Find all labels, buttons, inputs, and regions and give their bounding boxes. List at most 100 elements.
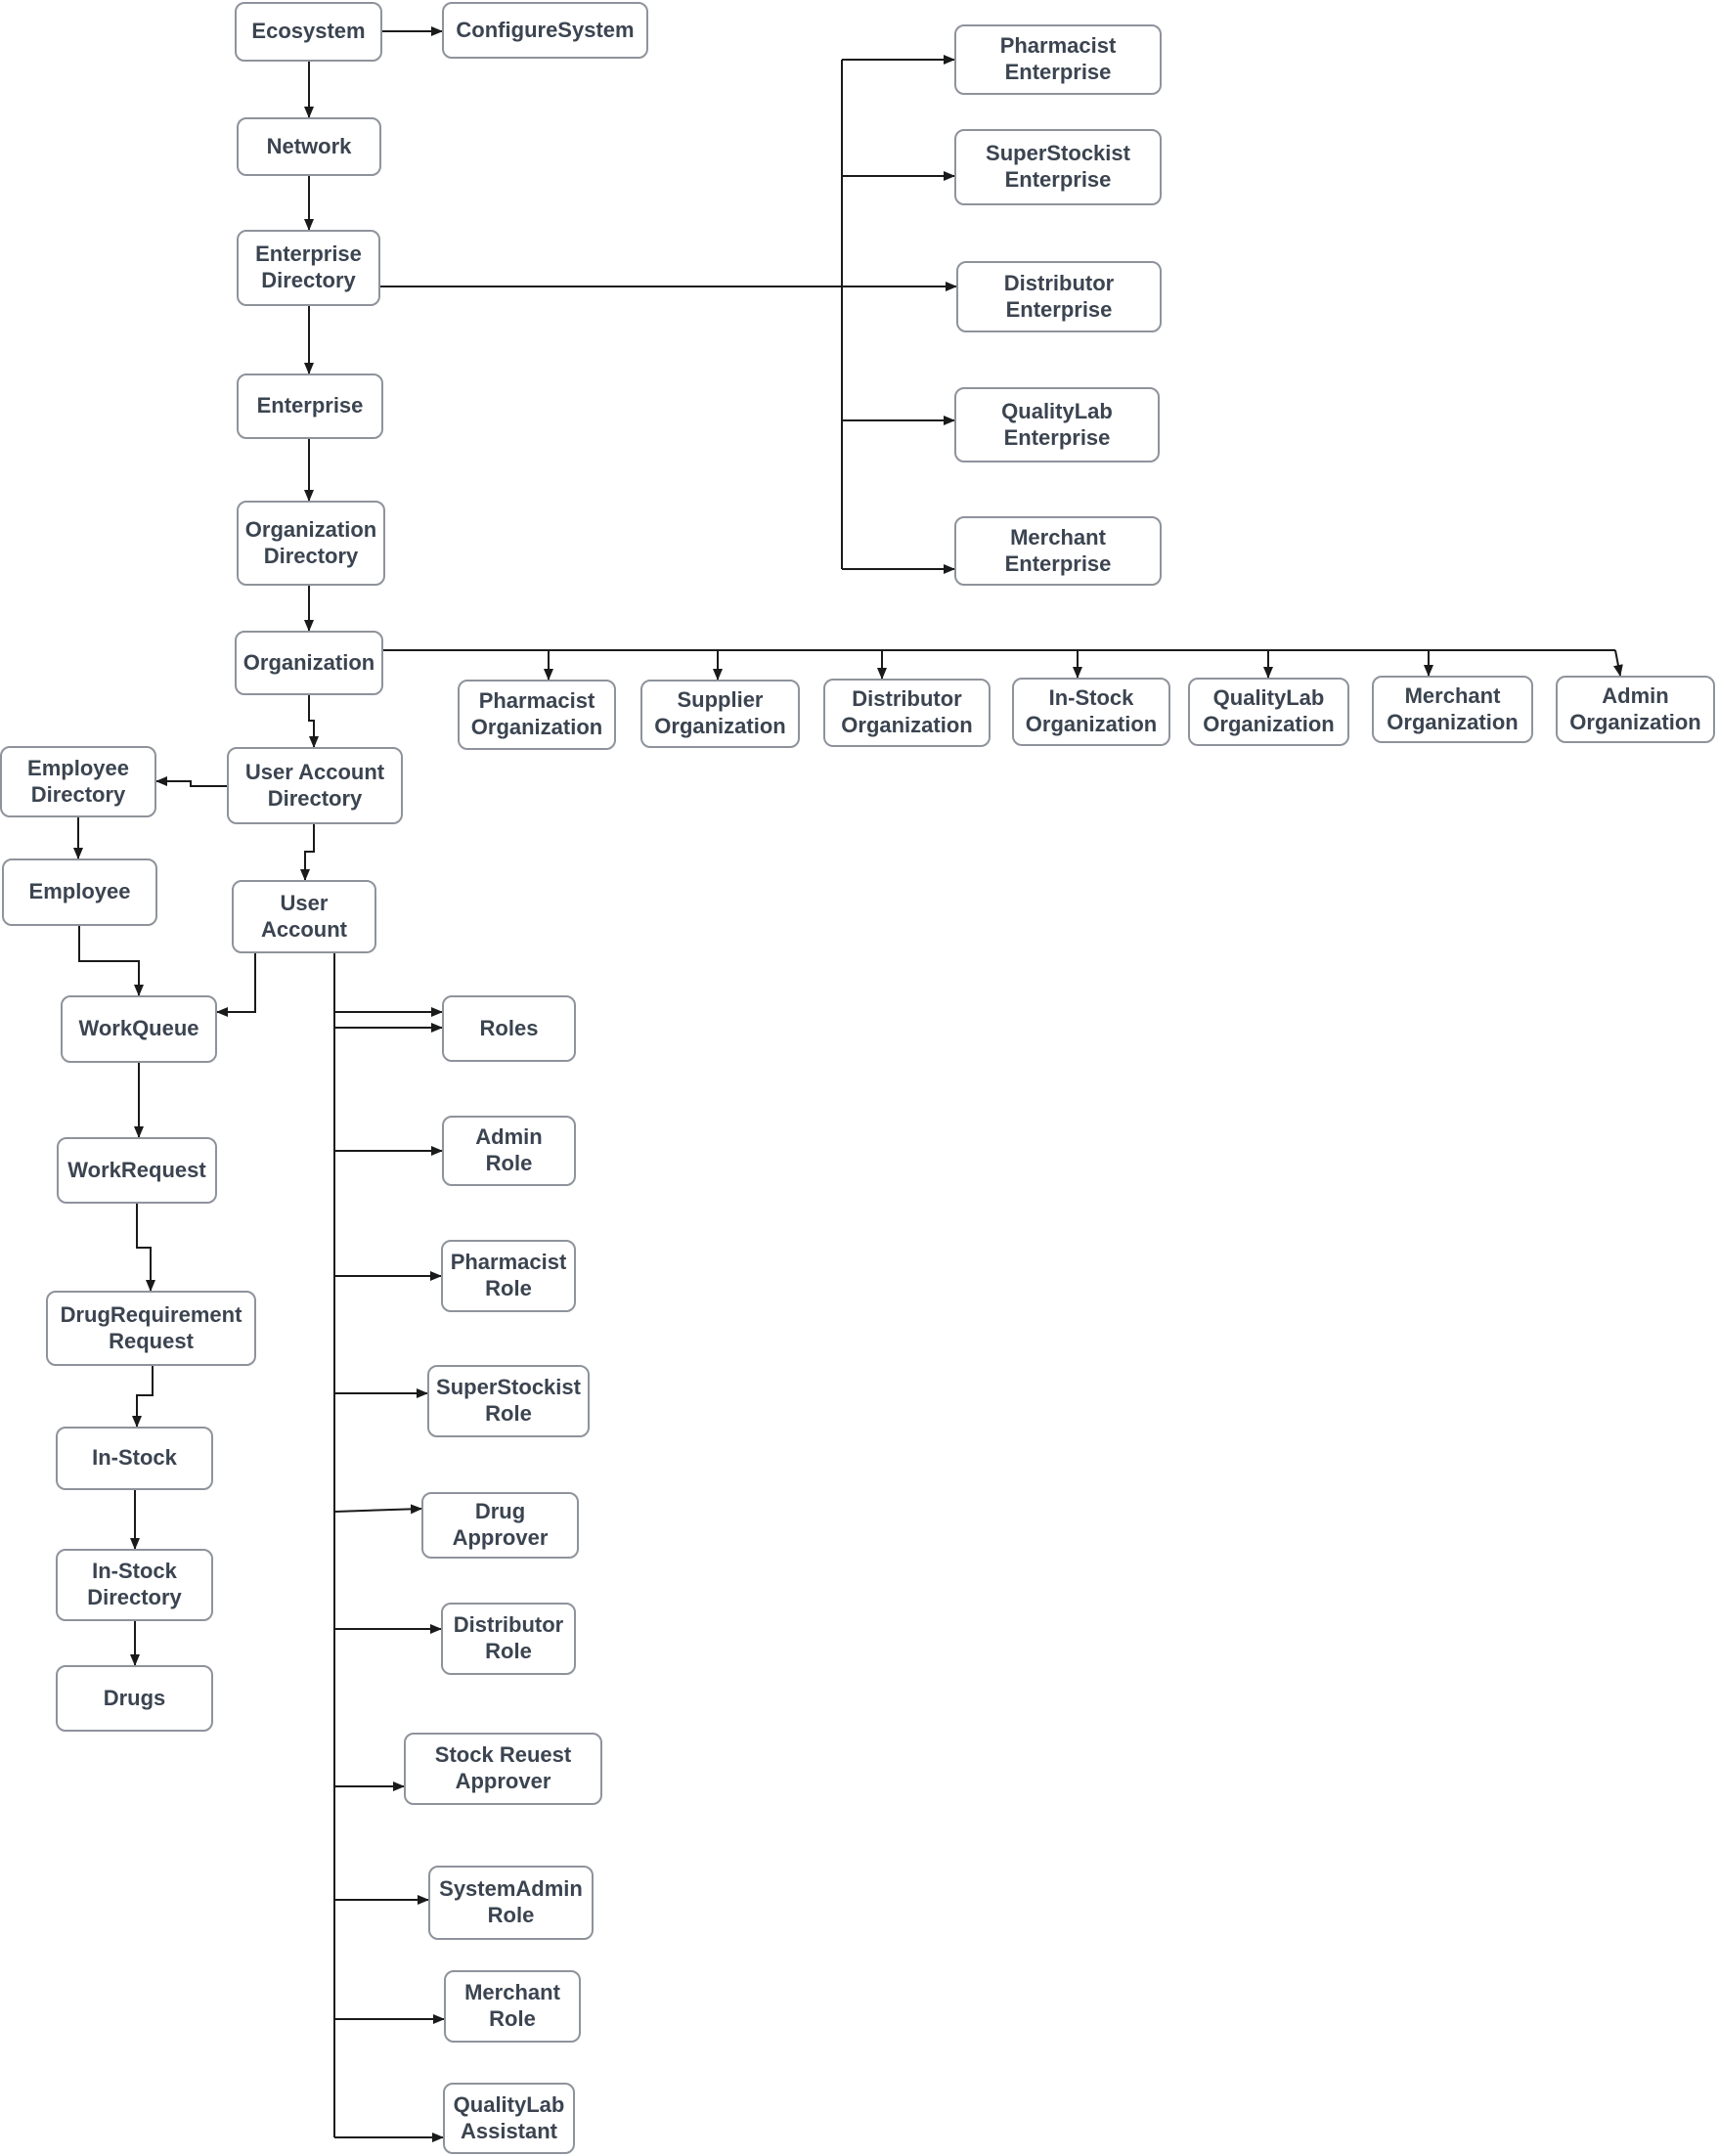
- merchant-role-label: Merchant: [464, 1980, 560, 2005]
- enterprise-directory-label: Directory: [261, 268, 356, 292]
- in-stock-node: In-Stock: [56, 1427, 213, 1490]
- qualitylab-organization-label: QualityLab: [1212, 685, 1325, 711]
- network-label: Network: [266, 133, 352, 158]
- user-account-directory-label: Directory: [267, 785, 363, 811]
- edge-trunk-to-drug-approver: [333, 1504, 422, 1515]
- ecosystem-label: Ecosystem: [251, 19, 366, 44]
- workrequest-label: WorkRequest: [67, 1157, 206, 1182]
- user-account-label: Account: [261, 916, 347, 942]
- edge-employee-to-workqueue: [78, 926, 144, 996]
- configure-system-node: ConfigureSystem: [442, 2, 648, 59]
- superstockist-role-label: SuperStockist: [436, 1375, 581, 1400]
- edge-user-account-directory-to-employee-directory: [155, 776, 227, 787]
- roles-node: Roles: [442, 995, 576, 1062]
- in-stock-directory-label: Directory: [87, 1585, 182, 1609]
- pharmacist-enterprise-label: Pharmacist: [999, 33, 1117, 59]
- drug-approver-label: Drug: [474, 1499, 526, 1524]
- stock-reuest-approver-label: Approver: [455, 1769, 551, 1793]
- qualitylab-enterprise-label: Enterprise: [1003, 424, 1111, 450]
- organization-directory-label: Directory: [263, 543, 359, 568]
- user-account-label: User: [280, 890, 329, 915]
- user-account-directory-label: User Account: [244, 759, 385, 784]
- pharmacist-organization-label: Organization: [470, 715, 603, 739]
- qualitylab-enterprise-label: QualityLab: [1001, 398, 1113, 423]
- edge-drug-requirement-request-to-in-stock: [132, 1366, 154, 1428]
- admin-organization-label: Admin: [1602, 682, 1669, 708]
- enterprise-directory-label: Enterprise: [255, 242, 362, 267]
- distributor-enterprise-label: Distributor: [1003, 270, 1115, 295]
- qualitylab-assistant-label: QualityLab: [453, 2091, 565, 2117]
- drugs-label: Drugs: [103, 1685, 166, 1710]
- qualitylab-organization-label: Organization: [1203, 712, 1335, 736]
- merchant-enterprise-label: Enterprise: [1004, 550, 1112, 576]
- employee-directory-label: Employee: [27, 755, 129, 780]
- distributor-role-label: Role: [485, 1639, 532, 1663]
- organization-node: Organization: [235, 631, 383, 695]
- admin-role-label: Admin: [475, 1124, 543, 1150]
- organization-label: Organization: [242, 649, 375, 675]
- employee-directory-label: Directory: [30, 781, 126, 807]
- workqueue-node: WorkQueue: [61, 995, 217, 1063]
- systemadmin-role-label: Role: [487, 1903, 535, 1927]
- edge-workrequest-to-drug-requirement-request: [136, 1204, 155, 1292]
- distributor-organization-label: Distributor: [852, 686, 962, 712]
- pharmacist-organization-label: Pharmacist: [478, 688, 595, 714]
- in-stock-label: In-Stock: [92, 1445, 177, 1471]
- network-node: Network: [237, 117, 381, 176]
- ecosystem-node: Ecosystem: [235, 2, 382, 62]
- admin-organization-label: Organization: [1569, 709, 1701, 734]
- edge-organization-to-user-account-directory: [308, 695, 319, 748]
- stock-reuest-approver-label: Stock Reuest: [434, 1742, 572, 1768]
- distributor-organization-label: Organization: [841, 713, 973, 737]
- employee-label: Employee: [28, 879, 131, 904]
- pharmacist-role-label: Role: [485, 1276, 532, 1300]
- in-stock-directory-label: In-Stock: [92, 1559, 177, 1584]
- supplier-organization-label: Organization: [654, 714, 786, 738]
- workrequest-node: WorkRequest: [57, 1137, 217, 1204]
- merchant-enterprise-label: Merchant: [1010, 524, 1106, 550]
- in-stock-organization-label: Organization: [1025, 712, 1158, 736]
- in-stock-organization-label: In-Stock: [1048, 685, 1134, 711]
- admin-role-label: Role: [485, 1151, 533, 1175]
- employee-node: Employee: [2, 858, 157, 926]
- enterprise-node: Enterprise: [237, 374, 383, 439]
- edge-row-to-admin-organization: [1613, 649, 1623, 677]
- pharmacist-enterprise-label: Enterprise: [1004, 60, 1112, 84]
- roles-label: Roles: [479, 1015, 539, 1040]
- enterprise-label: Enterprise: [256, 393, 364, 418]
- workqueue-label: WorkQueue: [78, 1016, 199, 1041]
- edge-user-account-directory-to-user-account: [300, 824, 315, 881]
- drugs-node: Drugs: [56, 1665, 213, 1732]
- merchant-organization-label: Merchant: [1404, 682, 1501, 708]
- merchant-role-label: Role: [489, 2006, 536, 2031]
- drug-requirement-request-label: Request: [109, 1328, 194, 1353]
- distributor-enterprise-label: Enterprise: [1005, 296, 1113, 322]
- organization-directory-label: Organization: [244, 516, 377, 542]
- pharmacist-role-label: Pharmacist: [450, 1250, 567, 1275]
